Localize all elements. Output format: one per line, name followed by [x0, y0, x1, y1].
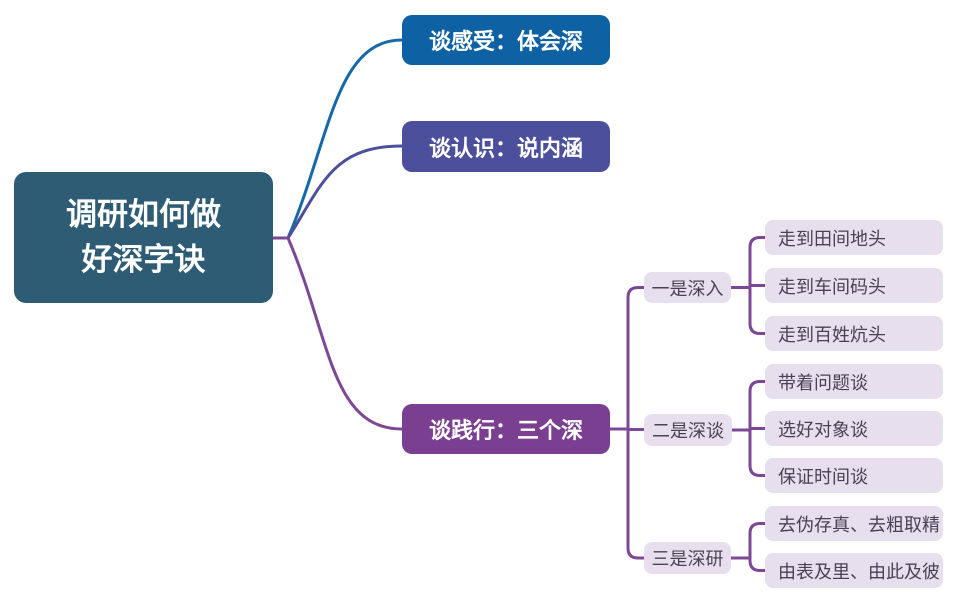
leaf-label: 选好对象谈	[778, 419, 868, 440]
branch-talk-feelings[interactable]: 谈感受：体会深	[402, 15, 610, 65]
subnode-label: 三是深研	[651, 549, 724, 569]
root-node-label-line1: 调研如何做	[66, 197, 221, 233]
leaf-node[interactable]: 带着问题谈	[765, 364, 943, 399]
leaf-label: 走到田间地头	[778, 228, 886, 249]
branch-label: 谈感受：体会深	[428, 29, 583, 54]
leaf-node[interactable]: 保证时间谈	[765, 458, 943, 493]
branch-talk-practice[interactable]: 谈践行：三个深	[402, 404, 610, 454]
subnode-deep-into[interactable]: 一是深入	[644, 272, 731, 303]
branch-talk-understanding[interactable]: 谈认识：说内涵	[402, 121, 610, 172]
leaf-node[interactable]: 选好对象谈	[765, 411, 943, 446]
connector-branch3-to-subnodes	[608, 286, 646, 560]
connector-root-to-branch-1	[271, 38, 404, 240]
connector-root-to-branch-3	[271, 236, 404, 431]
connector-subnode3-to-leaves	[729, 522, 767, 572]
leaf-node[interactable]: 去伪存真、去粗取精	[765, 506, 943, 541]
leaf-node[interactable]: 走到百姓炕头	[765, 316, 943, 351]
leaf-label: 保证时间谈	[778, 466, 868, 487]
connector-subnode2-to-leaves	[730, 380, 767, 477]
subnode-deep-talk[interactable]: 二是深谈	[644, 414, 732, 446]
root-node-label-line2: 好深字诀	[81, 241, 206, 277]
leaf-label: 由表及里、由此及彼	[778, 561, 940, 582]
leaf-label: 带着问题谈	[778, 372, 868, 393]
subnode-label: 二是深谈	[652, 421, 724, 441]
leaf-label: 走到车间码头	[778, 276, 886, 297]
branch-label: 谈认识：说内涵	[428, 135, 583, 161]
leaf-node[interactable]: 走到车间码头	[765, 268, 943, 303]
leaf-node[interactable]: 由表及里、由此及彼	[765, 553, 943, 588]
leaf-label: 去伪存真、去粗取精	[778, 514, 940, 535]
connector-root-to-branch-2	[271, 144, 404, 240]
leaf-node[interactable]: 走到田间地头	[765, 220, 943, 255]
root-node[interactable]: 调研如何做 好深字诀	[14, 172, 273, 303]
branch-label: 谈践行：三个深	[428, 418, 583, 443]
subnode-deep-research[interactable]: 三是深研	[644, 542, 731, 574]
leaf-label: 走到百姓炕头	[778, 324, 886, 345]
connector-subnode1-to-leaves	[729, 236, 767, 335]
subnode-label: 一是深入	[651, 278, 724, 299]
